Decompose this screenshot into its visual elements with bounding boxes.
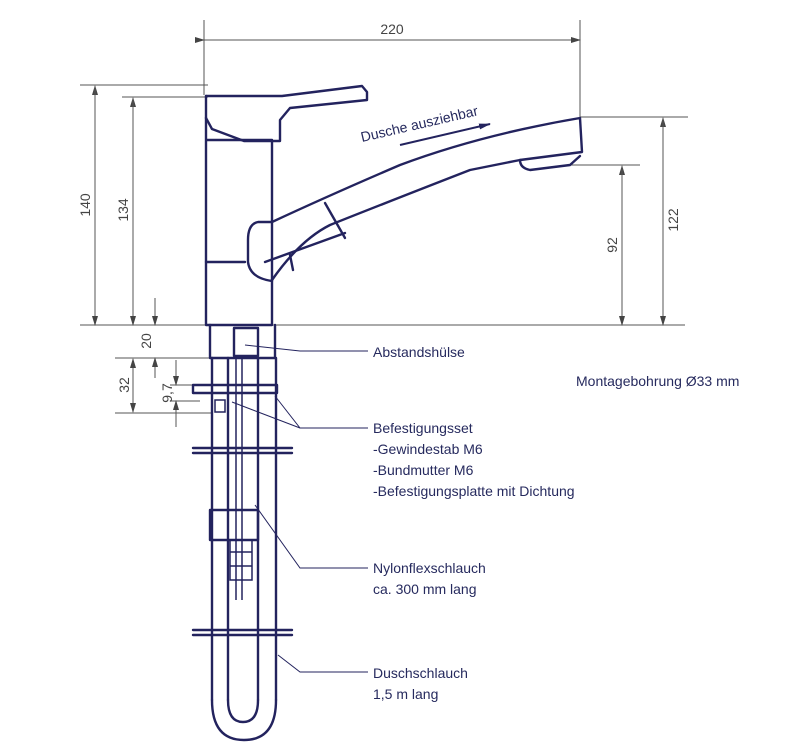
leader-spacer bbox=[244, 344, 368, 352]
svg-text:9,7: 9,7 bbox=[159, 383, 175, 403]
svg-text:140: 140 bbox=[77, 193, 93, 217]
label-fixing-set: Befestigungsset bbox=[373, 420, 473, 436]
pull-out-spout bbox=[270, 116, 584, 282]
dimension-134: 134 bbox=[115, 96, 208, 326]
pull-out-arrow-icon bbox=[399, 123, 491, 146]
label-fixing-item: -Befestigungsplatte mit Dichtung bbox=[373, 483, 575, 499]
svg-text:32: 32 bbox=[116, 377, 132, 393]
dimension-20: 20 bbox=[138, 298, 158, 378]
under-counter-assembly bbox=[191, 323, 294, 742]
leader-fixing-set bbox=[274, 395, 368, 429]
dimension-92: 92 bbox=[568, 164, 640, 326]
label-fixing-item: -Gewindestab M6 bbox=[373, 441, 483, 457]
svg-text:20: 20 bbox=[138, 333, 154, 349]
dimension-220: 220 bbox=[195, 20, 581, 118]
faucet-body bbox=[204, 84, 584, 327]
dimension-140: 140 bbox=[77, 84, 208, 326]
label-fixing-item: -Bundmutter M6 bbox=[373, 462, 474, 478]
nut bbox=[214, 399, 226, 413]
dimension-122: 122 bbox=[580, 116, 688, 326]
lever-handle bbox=[204, 84, 369, 143]
label-spacer: Abstandshülse bbox=[373, 344, 465, 360]
label-shower-hose-length: 1,5 m lang bbox=[373, 686, 438, 702]
dimension-32: 32 bbox=[115, 357, 212, 414]
pull-out-label: Dusche ausziehbar bbox=[359, 102, 480, 145]
leader-shower-hose bbox=[277, 654, 368, 673]
label-nylon-hose-length: ca. 300 mm lang bbox=[373, 581, 477, 597]
svg-text:92: 92 bbox=[604, 237, 620, 253]
label-nylon-hose: Nylonflexschlauch bbox=[373, 560, 486, 576]
svg-text:122: 122 bbox=[665, 208, 681, 232]
leader-nylon-hose bbox=[254, 504, 368, 569]
svg-text:220: 220 bbox=[380, 21, 404, 37]
spray-head bbox=[518, 154, 582, 172]
label-mounting-hole: Montagebohrung Ø33 mm bbox=[576, 373, 739, 389]
label-shower-hose: Duschschlauch bbox=[373, 665, 468, 681]
mounting-plate bbox=[191, 383, 279, 395]
leader-fixing-set-2 bbox=[231, 401, 301, 429]
svg-text:134: 134 bbox=[115, 198, 131, 222]
